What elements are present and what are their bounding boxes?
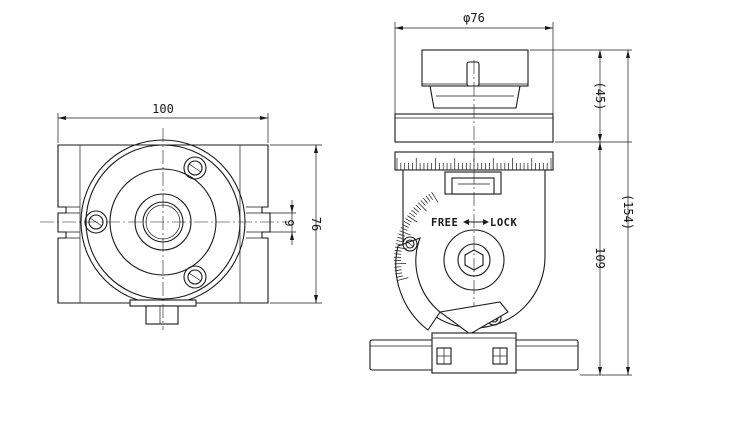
dial-tick: [411, 209, 418, 215]
dial-tick: [396, 277, 409, 282]
dial-tick: [395, 272, 403, 275]
free-label: FREE: [431, 217, 458, 229]
dial-tick: [403, 221, 411, 226]
dial-tick: [405, 218, 412, 223]
dimension-154-label: (154): [621, 194, 635, 230]
dial-tick: [394, 263, 407, 265]
clamp-screw-right: [492, 347, 508, 365]
clamp-screw-left: [436, 347, 452, 365]
dimension-109-label: 109: [593, 247, 607, 269]
dimension-45-label: (45): [593, 82, 607, 111]
dial-tick: [395, 275, 403, 278]
bolt-hole-top: [183, 156, 207, 180]
handle-stub: [145, 305, 179, 325]
dial-tick: [402, 224, 409, 228]
dial-tick: [394, 253, 402, 255]
dial-tick: [395, 243, 403, 246]
dial-tick: [407, 215, 418, 223]
dial-tick: [394, 269, 402, 272]
dial-tick: [400, 227, 408, 231]
dimension-100: [57, 113, 269, 143]
chuck-key: [466, 61, 480, 87]
dial-ticks: [393, 191, 439, 282]
dial-arm: [438, 301, 509, 335]
index-window: [451, 177, 495, 195]
dimension-100-label: 100: [152, 102, 174, 116]
side-view: φ76 FREE LOCK: [369, 11, 635, 376]
chuck-neck: [429, 85, 521, 109]
dimension-76-label: 76: [309, 217, 323, 231]
dial-tick: [420, 200, 426, 206]
scale-ticks: [396, 158, 552, 170]
dial-tick: [409, 212, 416, 218]
hex-socket: [464, 249, 484, 271]
lock-knob-inner: [457, 243, 491, 277]
dimension-9: [270, 200, 296, 245]
dial-tick: [425, 195, 431, 202]
dimension-154: [626, 50, 630, 375]
dimension-9-label: 9: [282, 219, 296, 226]
dimension-76: [270, 144, 322, 304]
dimension-phi76: [394, 22, 554, 118]
bolt-hole-bottom: [183, 265, 207, 289]
dimension-109: [580, 142, 632, 376]
dial-tick: [399, 230, 411, 236]
dial-tick: [415, 204, 422, 211]
dial-tick: [394, 250, 402, 252]
free-lock-arrow: [463, 219, 489, 225]
dial-tick: [418, 202, 427, 212]
dial-tick: [428, 193, 434, 200]
lock-label: LOCK: [490, 217, 517, 229]
dial-screw-top: [402, 236, 418, 252]
dial-tick: [398, 233, 406, 237]
dimension-phi76-label: φ76: [463, 11, 485, 25]
dial-tick: [431, 191, 439, 203]
dial-tick: [423, 197, 429, 204]
lock-knob-outer: [443, 229, 505, 291]
top-view: 100 76 9: [40, 102, 323, 330]
dial-tick: [397, 236, 405, 240]
dial-tick: [413, 207, 420, 213]
dial-tick: [396, 240, 404, 243]
dimension-45: [530, 49, 632, 143]
left-slot: [58, 206, 80, 239]
dial-tick: [394, 266, 402, 268]
right-slot: [246, 206, 270, 239]
